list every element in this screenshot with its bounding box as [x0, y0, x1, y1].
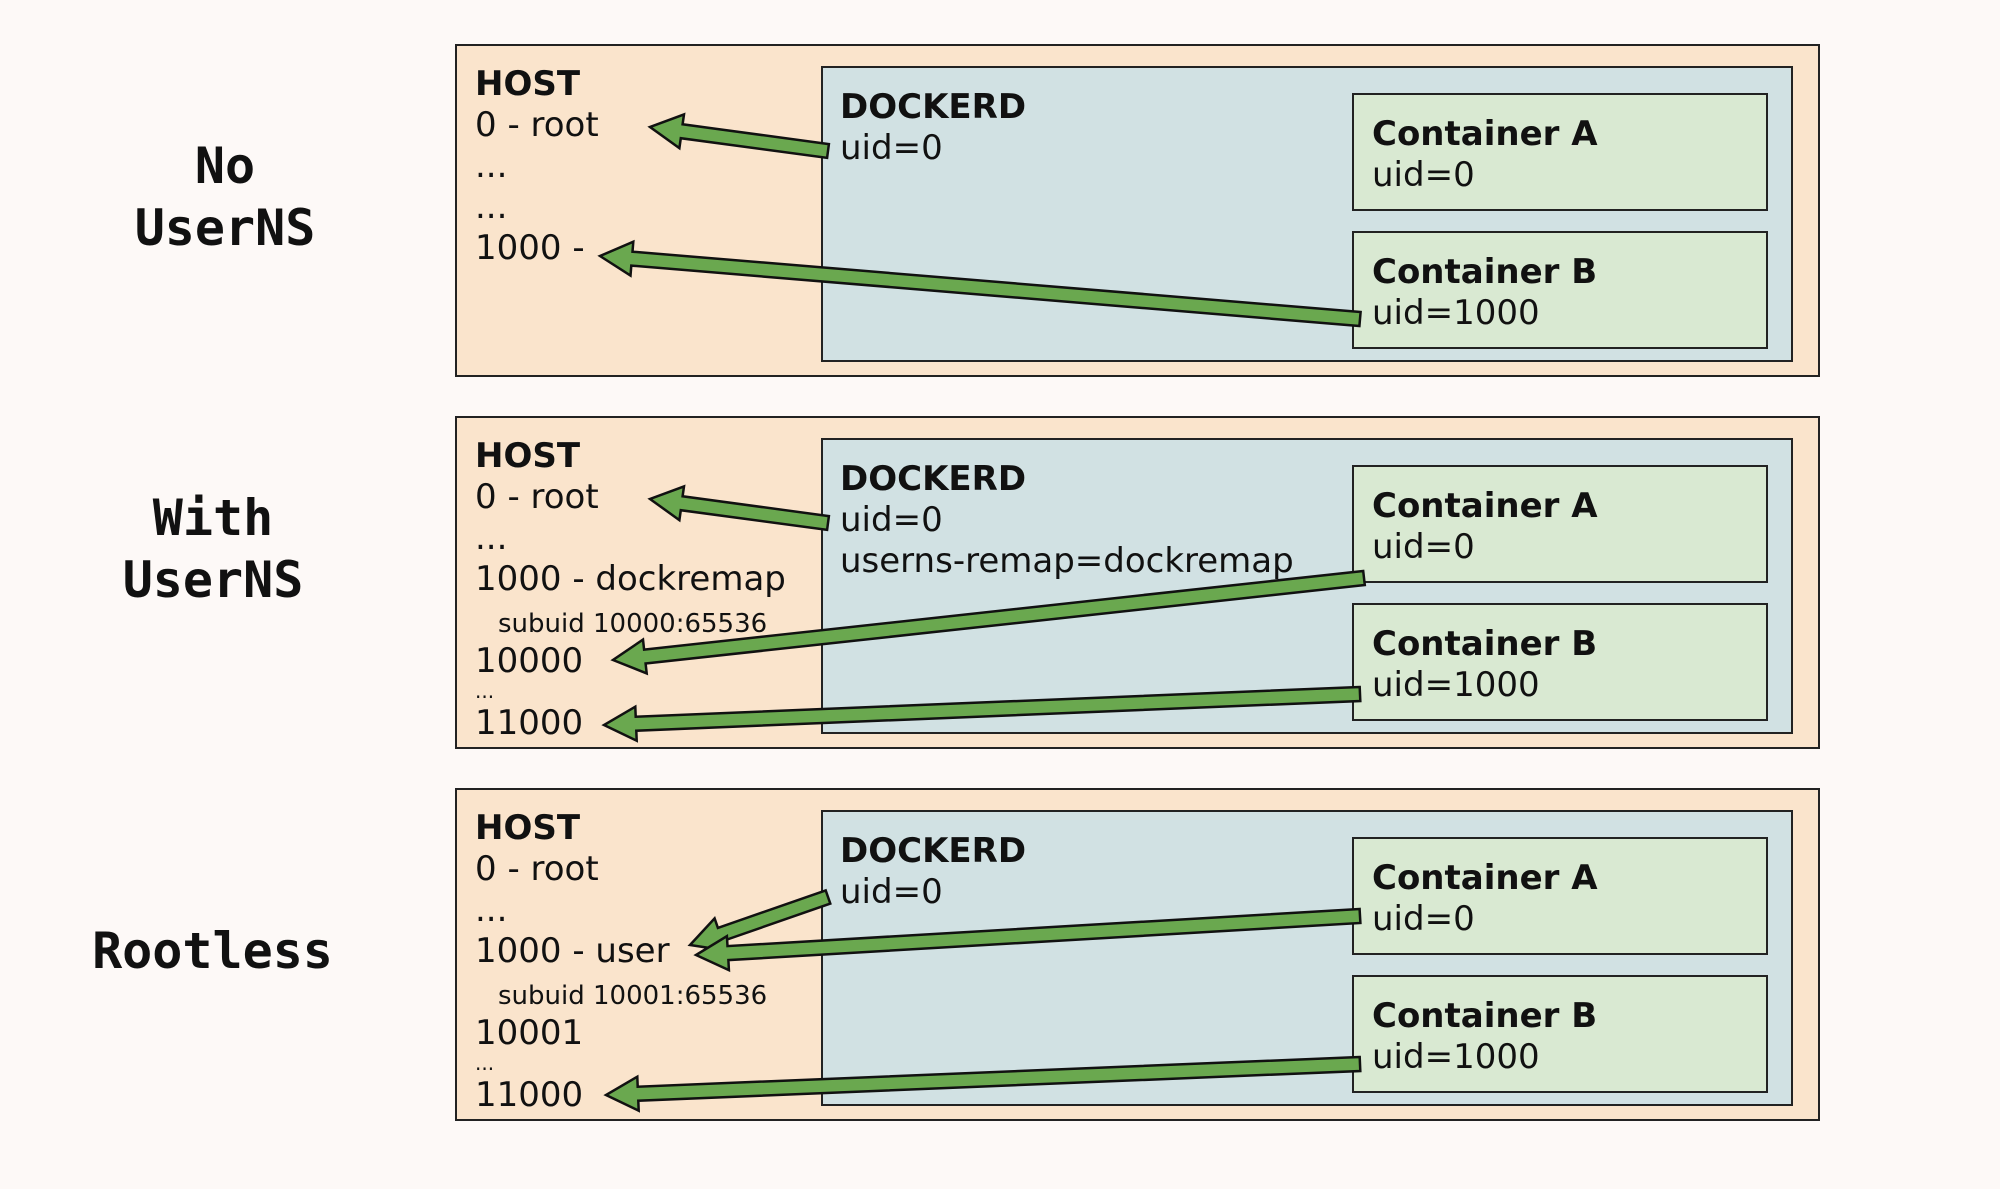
dockerd-label: DOCKERD — [840, 831, 1027, 871]
host-label: HOST — [475, 808, 581, 848]
container-a-label: Container A — [1372, 858, 1598, 898]
container-b-label: Container B — [1372, 996, 1598, 1036]
container-b-label: Container B — [1372, 252, 1598, 292]
container-b-label: Container B — [1372, 624, 1598, 664]
host-uid-line: 10000 — [475, 641, 584, 681]
container-a-label: Container A — [1372, 114, 1598, 154]
container-b-box-no-userns — [1352, 231, 1768, 349]
host-subuid: subuid 10000:65536 — [498, 609, 768, 639]
host-uid-line: 1000 - user — [475, 931, 670, 971]
dockerd-label: DOCKERD — [840, 459, 1027, 499]
container-a-uid: uid=0 — [1372, 155, 1475, 195]
container-b-box-rootless — [1352, 975, 1768, 1093]
host-uid-line: ... — [475, 890, 508, 930]
container-b-uid: uid=1000 — [1372, 1037, 1540, 1077]
container-a-box-rootless — [1352, 837, 1768, 955]
container-a-box-no-userns — [1352, 93, 1768, 211]
container-a-uid: uid=0 — [1372, 899, 1475, 939]
host-uid-line: ... — [475, 679, 495, 703]
host-uid-line: ... — [475, 146, 508, 186]
container-b-box-with-userns — [1352, 603, 1768, 721]
container-a-uid: uid=0 — [1372, 527, 1475, 567]
section-title-with-userns: With UserNS — [122, 489, 304, 609]
container-a-label: Container A — [1372, 486, 1598, 526]
host-uid-line: 11000 — [475, 1075, 584, 1115]
dockerd-uid: uid=0 — [840, 500, 943, 540]
section-title-rootless: Rootless — [92, 922, 333, 980]
dockerd-uid: uid=0 — [840, 872, 943, 912]
dockerd-label: DOCKERD — [840, 87, 1027, 127]
host-uid-line: 10001 — [475, 1013, 584, 1053]
host-label: HOST — [475, 436, 581, 476]
host-uid-line: 0 - root — [475, 849, 599, 889]
host-uid-line: 0 - root — [475, 477, 599, 517]
host-uid-line: 0 - root — [475, 105, 599, 145]
host-uid-line: 11000 — [475, 703, 584, 743]
host-label: HOST — [475, 64, 581, 104]
host-uid-line: 1000 - — [475, 228, 585, 268]
section-title-no-userns: No UserNS — [134, 137, 316, 257]
host-uid-line: ... — [475, 518, 508, 558]
host-uid-line: 1000 - dockremap — [475, 559, 786, 599]
dockerd-userns-remap: userns-remap=dockremap — [840, 541, 1294, 581]
host-subuid: subuid 10001:65536 — [498, 981, 768, 1011]
container-b-uid: uid=1000 — [1372, 293, 1540, 333]
host-uid-line: ... — [475, 187, 508, 227]
container-b-uid: uid=1000 — [1372, 665, 1540, 705]
container-a-box-with-userns — [1352, 465, 1768, 583]
dockerd-uid: uid=0 — [840, 128, 943, 168]
host-uid-line: ... — [475, 1051, 495, 1075]
